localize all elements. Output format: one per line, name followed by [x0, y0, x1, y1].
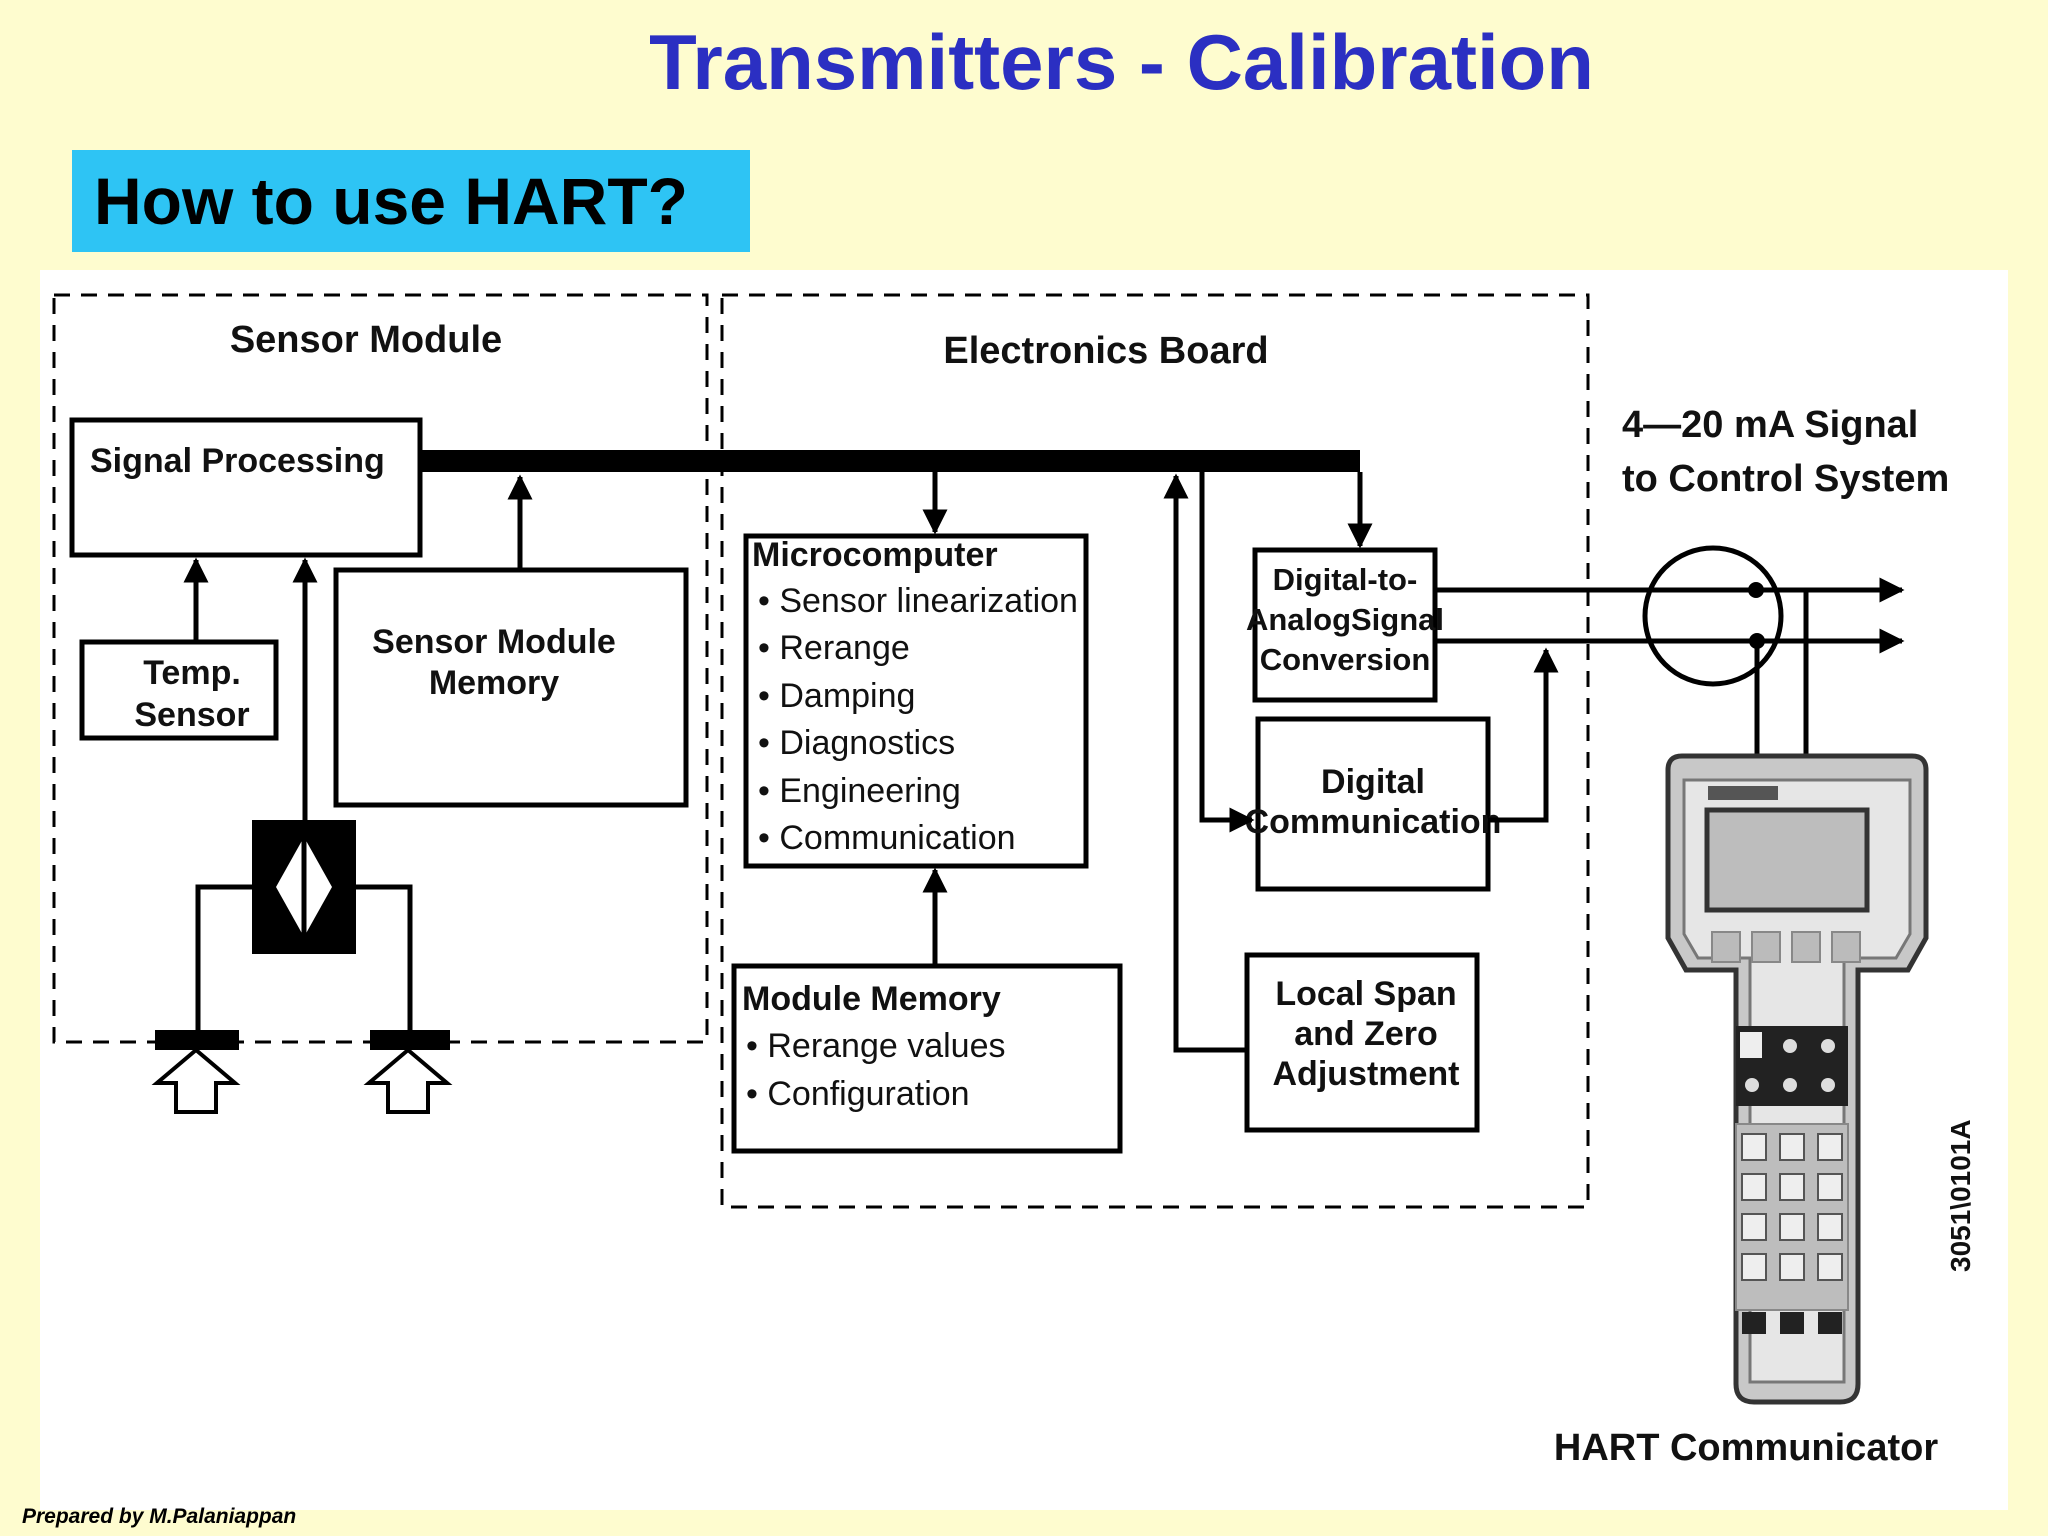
local-span-label-1: Local Span — [1275, 975, 1456, 1013]
loop-connection-circle — [1642, 545, 1784, 687]
communicator-screen — [1704, 807, 1870, 913]
microcomputer-item: • Engineering — [758, 772, 961, 810]
data-bus — [420, 450, 1360, 472]
pressure-port-left — [155, 1030, 239, 1050]
hart-block-diagram: Sensor Module Electronics Board Signal P… — [52, 293, 1976, 1469]
electronics-board-outline — [720, 293, 1590, 1209]
pressure-input-left-icon — [151, 1047, 241, 1114]
sensor-module-memory-box — [333, 567, 689, 808]
temp-sensor-box — [79, 639, 279, 741]
microcomputer-item: • Diagnostics — [758, 724, 955, 762]
module-memory-item: • Rerange values — [746, 1027, 1006, 1065]
dac-box — [1252, 547, 1438, 703]
dac-label-1: Digital-to- — [1273, 562, 1418, 597]
sensor-module-label: Sensor Module — [230, 319, 502, 361]
dac-label-3: Conversion — [1260, 642, 1431, 677]
pressure-input-right-icon — [363, 1047, 453, 1114]
microcomputer-item: • Damping — [758, 677, 915, 715]
local-span-box — [1244, 952, 1480, 1133]
microcomputer-item: • Rerange — [758, 629, 910, 667]
hart-communicator-device — [1665, 753, 1929, 1405]
microcomputer-box — [743, 533, 1089, 869]
footer-credit: Prepared by M.Palaniappan — [22, 1505, 297, 1528]
module-memory-item: • Configuration — [746, 1075, 970, 1113]
local-span-label-2: and Zero — [1294, 1015, 1438, 1053]
module-memory-box — [731, 963, 1123, 1154]
microcomputer-item: • Communication — [758, 819, 1016, 857]
sensor-left-line — [195, 884, 252, 1040]
microcomputer-title: Microcomputer — [752, 536, 998, 574]
figure-code: 3051\0101A — [1945, 1119, 1976, 1272]
sensor-right-line — [356, 884, 413, 1040]
digital-communication-to-output-arrow — [1488, 647, 1559, 823]
sensor-module-outline — [52, 293, 709, 1044]
local-span-to-bus-arrow — [1163, 473, 1247, 1053]
digital-communication-label-2: Communication — [1245, 803, 1502, 841]
pressure-port-right — [370, 1030, 450, 1050]
local-span-label-3: Adjustment — [1273, 1055, 1460, 1093]
signal-processing-box — [69, 417, 423, 558]
digital-communication-label-1: Digital — [1321, 763, 1425, 801]
sensor-module-memory-label-2: Memory — [429, 664, 559, 702]
hart-communicator-label: HART Communicator — [1554, 1427, 1938, 1469]
bus-to-digital-communication-arrow — [1199, 472, 1255, 833]
page-title: Transmitters - Calibration — [649, 18, 1594, 106]
temp-sensor-label-2: Sensor — [134, 696, 249, 734]
electronics-board-label: Electronics Board — [943, 330, 1268, 372]
microcomputer-item: • Sensor linearization — [758, 582, 1078, 620]
temp-sensor-label-1: Temp. — [143, 654, 241, 692]
section-heading: How to use HART? — [72, 150, 750, 252]
digital-communication-box — [1255, 716, 1491, 892]
sensor-module-memory-label-1: Sensor Module — [372, 623, 616, 661]
signal-output-label-2: to Control System — [1622, 458, 1949, 500]
signal-output-label-1: 4—20 mA Signal — [1622, 404, 1918, 446]
signal-processing-label: Signal Processing — [90, 442, 385, 480]
diagram-panel: Sensor Module Electronics Board Signal P… — [40, 270, 2008, 1510]
module-memory-title: Module Memory — [742, 980, 1001, 1018]
dac-label-2: AnalogSignal — [1246, 602, 1444, 637]
